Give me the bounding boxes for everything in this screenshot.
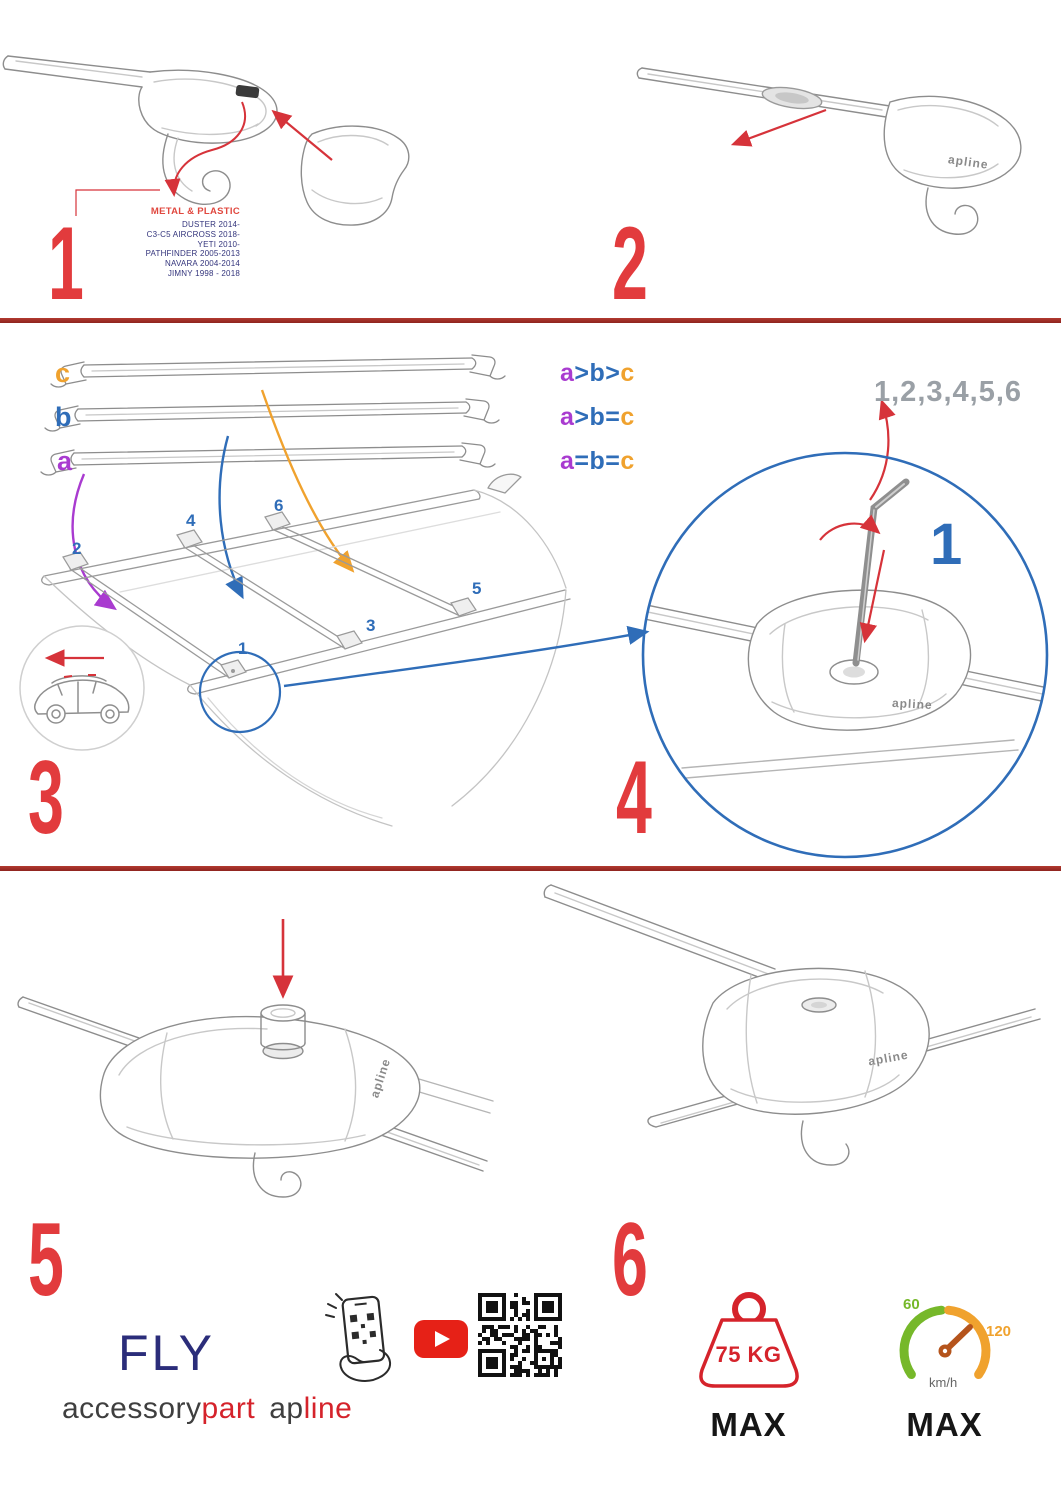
step1-illustration <box>2 55 410 226</box>
zoom-circle <box>641 451 1049 859</box>
formula-part: b <box>589 359 606 387</box>
formula-1: a>b>c <box>560 361 635 386</box>
formula-2: a>b=c <box>560 405 635 430</box>
formula-part: b <box>589 447 606 475</box>
bar-to-roof-arrows <box>71 389 355 611</box>
step4-red-arrows <box>819 398 896 644</box>
weight-icon <box>699 1292 799 1388</box>
crossbar-c-drawing <box>50 354 506 388</box>
brand-ap: ap <box>269 1392 304 1425</box>
model-line: YETI 2010- <box>197 239 240 249</box>
apline-logo-step4: apline <box>891 695 934 713</box>
model-line: C3-C5 AIRCROSS 2018- <box>146 229 240 239</box>
section-divider-1 <box>0 318 1061 323</box>
apline-badge <box>235 85 260 99</box>
roof-position-3: 3 <box>366 616 376 635</box>
formula-part: a <box>560 403 575 431</box>
formula-part: b <box>589 403 606 431</box>
roof-position-2: 2 <box>72 539 82 558</box>
bar-label-b: b <box>55 402 72 432</box>
bar-label-c: c <box>55 358 71 388</box>
model-list: DUSTER 2014-C3-C5 AIRCROSS 2018-YETI 201… <box>108 220 240 279</box>
formula-part: = <box>574 447 590 475</box>
formula-3: a=b=c <box>560 449 635 474</box>
model-line: PATHFINDER 2005-2013 <box>145 249 240 259</box>
step-number-3: 3 <box>28 740 64 856</box>
formula-part: > <box>574 403 590 431</box>
formula-part: = <box>605 403 621 431</box>
step6-illustration <box>543 884 1041 1166</box>
formula-part: > <box>574 359 590 387</box>
formula-part: c <box>620 403 635 431</box>
formula-part: a <box>560 359 575 387</box>
position1-highlight-circle <box>198 650 282 734</box>
car-direction-inset <box>19 625 145 751</box>
zoomed-foot-drawing <box>643 589 1047 779</box>
step-number-4: 4 <box>616 740 652 856</box>
step-number-6: 6 <box>612 1202 648 1318</box>
step5-illustration <box>17 919 494 1198</box>
zoom-link-arrow <box>283 625 650 688</box>
step-number-1: 1 <box>48 206 84 322</box>
crossbar-slot-drawing <box>636 67 1022 235</box>
formula-part: > <box>605 359 621 387</box>
formula-part: a <box>560 447 575 475</box>
speed-high-label: 120 <box>986 1323 1012 1340</box>
step4-illustration <box>641 398 1049 859</box>
weight-limit-value: 75 KG <box>715 1342 782 1367</box>
model-line: DUSTER 2014- <box>182 220 240 229</box>
roof-feet <box>62 511 477 679</box>
material-label: METAL & PLASTIC <box>150 206 240 217</box>
crossbar-a-drawing <box>40 442 496 476</box>
step1-text-block: METAL & PLASTIC DUSTER 2014-C3-C5 AIRCRO… <box>108 206 240 279</box>
foot-cap-drawing <box>17 996 494 1198</box>
speed-low-label: 60 <box>903 1296 920 1313</box>
roof-position-1: 1 <box>238 639 248 658</box>
roof-position-5: 5 <box>472 579 482 598</box>
brand-line: line <box>303 1392 353 1425</box>
bar-label-a: a <box>57 446 73 476</box>
speedometer-icon <box>899 1305 991 1379</box>
tightening-sequence-label: 1,2,3,4,5,6 <box>874 376 1023 408</box>
speed-max-label: MAX <box>906 1406 983 1443</box>
formula-part: = <box>605 447 621 475</box>
step2-illustration <box>636 67 1022 235</box>
brand-part: part <box>201 1392 256 1425</box>
qr-code <box>478 1293 562 1377</box>
roof-position-6: 6 <box>274 496 284 515</box>
brand-accessory: accessory <box>62 1392 202 1425</box>
step-number-5: 5 <box>28 1202 64 1318</box>
phone-scan-icon <box>325 1293 391 1382</box>
youtube-icon <box>414 1320 468 1358</box>
formula-part: c <box>620 359 635 387</box>
crossbar-end-drawing <box>2 55 410 226</box>
formula-part: c <box>620 447 635 475</box>
brand-fly: FLY <box>118 1325 215 1381</box>
weight-max-label: MAX <box>710 1406 787 1443</box>
step-number-2: 2 <box>612 206 648 322</box>
section-divider-2 <box>0 866 1061 871</box>
model-line: JIMNY 1998 - 2018 <box>167 268 240 278</box>
speed-unit-label: km/h <box>929 1375 958 1390</box>
sequence-highlight-number: 1 <box>930 512 963 577</box>
step3-illustration <box>19 354 650 827</box>
roof-position-4: 4 <box>186 511 196 530</box>
qr-modules <box>478 1293 562 1377</box>
step1-red-arrows <box>75 101 333 216</box>
step2-red-arrow <box>730 108 827 147</box>
roof-drawing <box>41 473 571 827</box>
mounted-foot-drawing <box>543 884 1041 1166</box>
model-line: NAVARA 2004-2014 <box>165 259 240 269</box>
